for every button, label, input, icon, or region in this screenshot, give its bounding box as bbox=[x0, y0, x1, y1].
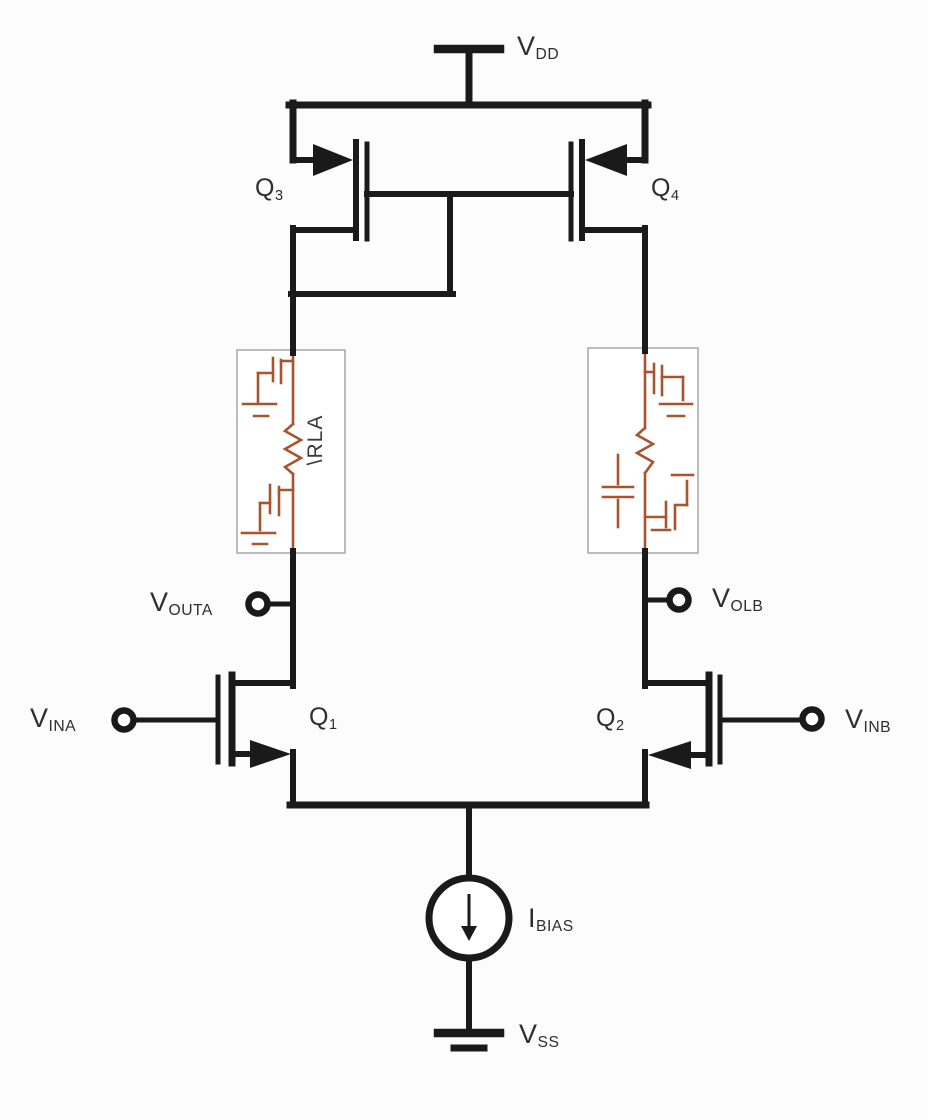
output-branch-left bbox=[245, 548, 296, 689]
q4-arrow bbox=[585, 144, 627, 176]
label-vouta: VOUTA bbox=[150, 587, 213, 620]
label-rla: \RLA bbox=[304, 414, 327, 466]
output-branch-right bbox=[642, 548, 692, 689]
label-vdd: VDD bbox=[517, 31, 560, 64]
vss-ground-symbol bbox=[433, 1028, 505, 1052]
label-vina: VINA bbox=[30, 703, 77, 736]
label-vss: VSS bbox=[519, 1019, 560, 1052]
label-q1: Q1 bbox=[309, 703, 338, 734]
vina-terminal bbox=[111, 707, 137, 733]
label-q2: Q2 bbox=[596, 704, 625, 735]
volb-terminal bbox=[666, 587, 692, 613]
resistor-zigzag-right bbox=[634, 426, 656, 475]
label-q4: Q4 bbox=[651, 174, 680, 205]
vouta-terminal bbox=[245, 591, 271, 617]
q2-arrow bbox=[648, 741, 691, 769]
label-vdd-main: V bbox=[517, 31, 536, 61]
sketch-load-network-left bbox=[240, 349, 304, 554]
tail-current-source bbox=[425, 802, 513, 1033]
label-ibias: IBIAS bbox=[528, 903, 574, 936]
label-q3: Q3 bbox=[255, 174, 284, 205]
transistor-q2 bbox=[642, 671, 825, 808]
q3-arrow bbox=[313, 144, 353, 176]
resistor-zigzag-left bbox=[282, 422, 304, 476]
q1-arrow bbox=[250, 740, 291, 768]
sketch-load-network-right bbox=[601, 347, 695, 554]
vinb-terminal bbox=[799, 706, 825, 732]
transistor-q3 bbox=[289, 99, 370, 356]
current-arrowhead bbox=[461, 926, 477, 941]
mirror-gate-interconnect bbox=[288, 191, 574, 297]
vdd-supply-symbol bbox=[433, 44, 505, 107]
label-volb: VOLB bbox=[712, 583, 764, 616]
transistor-q4 bbox=[568, 99, 649, 354]
label-vdd-sub: DD bbox=[535, 46, 560, 64]
label-vinb: VINB bbox=[845, 704, 892, 737]
transistor-q1 bbox=[111, 671, 296, 808]
